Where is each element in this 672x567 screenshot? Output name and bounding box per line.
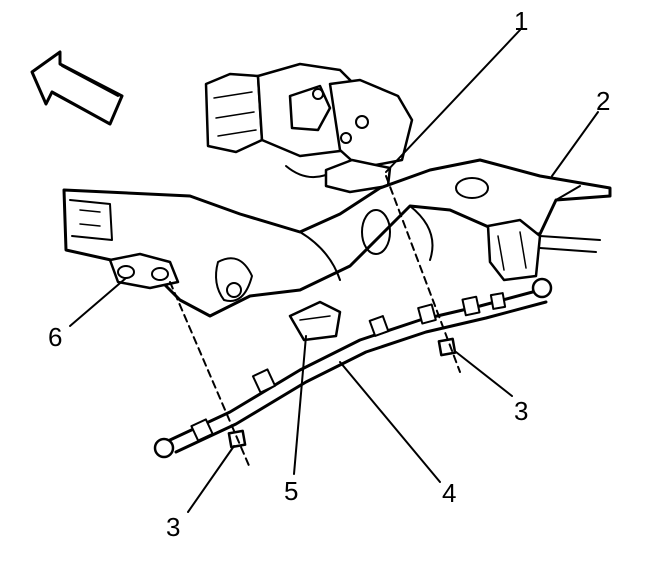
stabilizer-bar-4	[153, 277, 553, 459]
front-direction-arrow-icon	[30, 50, 124, 126]
callout-3-right: 3	[514, 396, 528, 426]
leader-lines	[69, 29, 599, 513]
callout-4: 4	[442, 478, 456, 508]
upper-mount-assembly	[204, 62, 414, 194]
center-bracket-5	[288, 300, 342, 342]
callout-6: 6	[48, 322, 62, 352]
left-bracket-6	[108, 252, 180, 290]
callout-3-left: 3	[166, 512, 180, 542]
callout-2: 2	[596, 86, 610, 116]
callout-5: 5	[284, 476, 298, 506]
fastener-right-3	[437, 337, 457, 357]
dashed-guide-lines	[169, 175, 461, 469]
callout-1: 1	[514, 6, 528, 36]
frame-crossmember	[62, 158, 612, 318]
